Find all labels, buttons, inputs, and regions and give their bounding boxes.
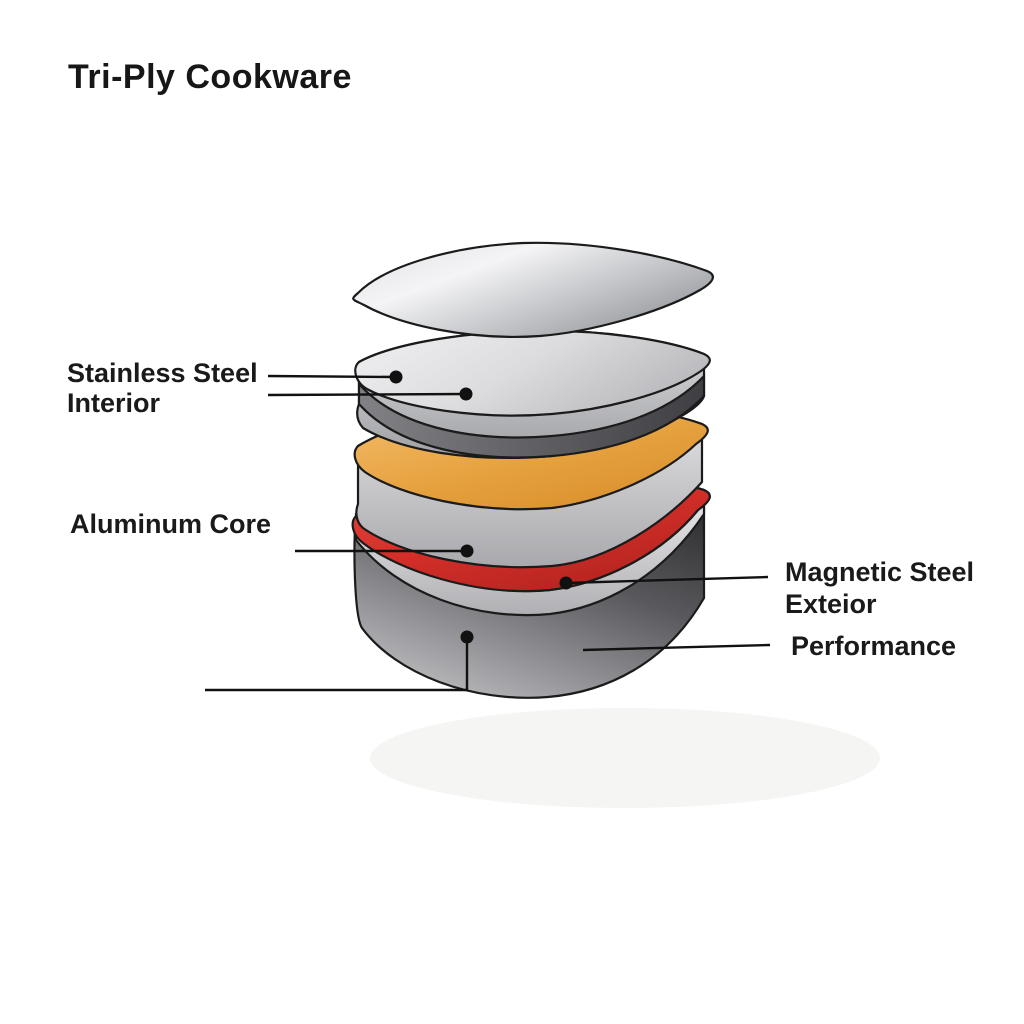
label-aluminum-core: Aluminum Core: [70, 509, 271, 539]
label-performance: Performance: [791, 631, 956, 661]
interior-dark-band-shape: [357, 373, 706, 459]
leader-line-bottom-left: [205, 637, 469, 692]
top-plate-shape: [352, 241, 714, 338]
label-magnetic-steel-line2: Exteior: [785, 589, 877, 619]
callout-dot-magnetic: [559, 576, 573, 590]
leader-line-performance: [582, 643, 771, 652]
label-stainless-steel-line2: Interior: [67, 388, 161, 418]
callout-lines: [205, 370, 771, 692]
stainless-interior-layer: [354, 329, 711, 459]
ground-shadow: [370, 708, 880, 808]
leader-line-magnetic: [565, 575, 769, 585]
label-stainless-steel-line1: Stainless Steel: [67, 358, 258, 388]
callout-dot-aluminum: [460, 544, 474, 558]
callout-dot-stainless-2: [459, 387, 473, 401]
callout-dot-bottom-left: [460, 630, 474, 644]
leader-line-stainless-2: [267, 392, 467, 397]
label-magnetic-steel-line1: Magnetic Steel: [785, 557, 974, 587]
page-title: Tri-Ply Cookware: [68, 58, 352, 96]
callout-dot-stainless-1: [389, 370, 403, 384]
leader-line-stainless-1: [267, 374, 397, 379]
